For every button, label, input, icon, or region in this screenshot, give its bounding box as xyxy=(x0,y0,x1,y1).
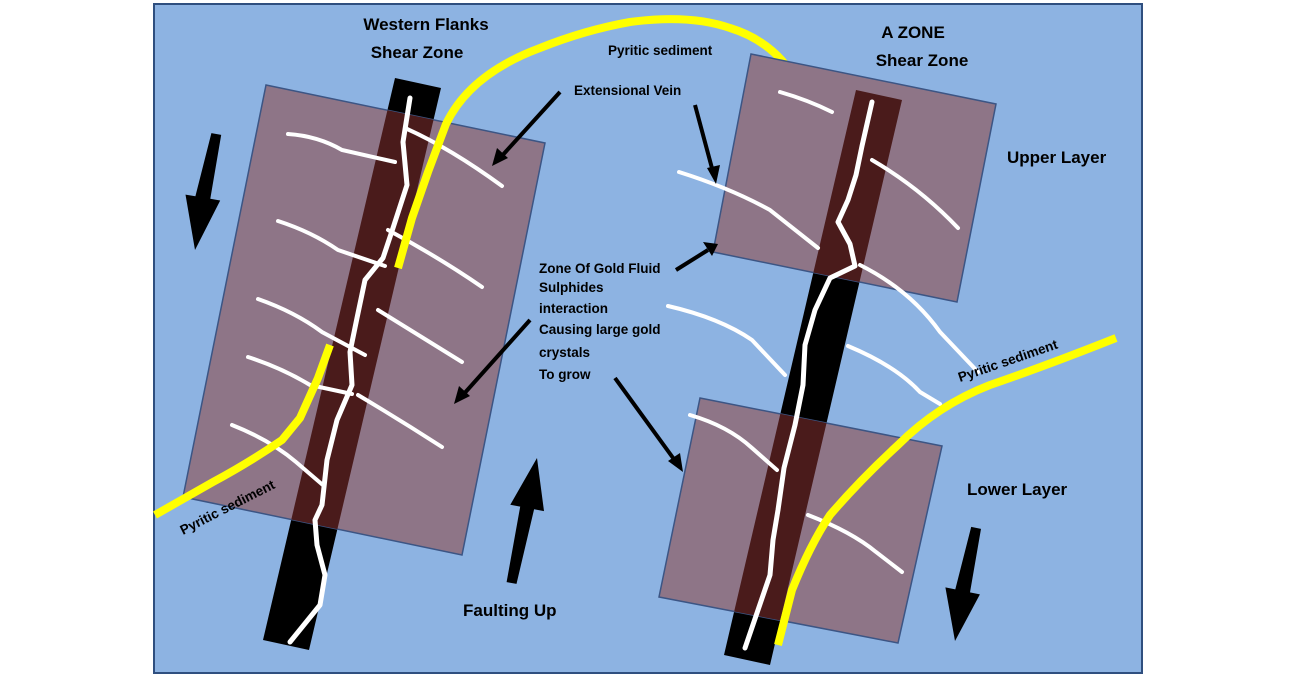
pyritic-sediment-top-label: Pyritic sediment xyxy=(608,43,713,58)
extensional-vein-pointer-right-head xyxy=(707,165,720,184)
gold-zone-line-5: crystals xyxy=(539,345,590,360)
pointer-arrows xyxy=(454,90,720,472)
western-vein-5 xyxy=(256,297,367,357)
upper-layer-label: Upper Layer xyxy=(1007,148,1107,167)
movement-arrows xyxy=(185,133,981,641)
western-title-line-1: Western Flanks xyxy=(363,15,488,34)
gold-zone-line-6: To grow xyxy=(539,367,591,382)
extensional-vein-label: Extensional Vein xyxy=(574,83,681,98)
gold-zone-line-3: interaction xyxy=(539,301,608,316)
western-vein-1 xyxy=(286,132,397,164)
faulting-up-arrow xyxy=(506,458,544,584)
gold-zone-pointer-west xyxy=(460,318,532,398)
azone-vein-6 xyxy=(846,344,942,406)
western-vein-6 xyxy=(376,308,464,364)
azone-vein-8 xyxy=(806,513,904,574)
azone-vein-5 xyxy=(666,304,787,377)
gold-zone-line-2: Sulphides xyxy=(539,280,604,295)
gold-zone-pointer-upper-head xyxy=(703,242,718,256)
gold-zone-pointer-upper xyxy=(674,248,710,272)
azone-vein-1 xyxy=(778,90,834,114)
azone-title-line-1: A ZONE xyxy=(881,23,945,42)
faulting-up-label: Faulting Up xyxy=(463,601,556,620)
azone-extensional-veins xyxy=(666,90,980,574)
western-vein-7 xyxy=(246,355,354,396)
gold-zone-pointer-west-head xyxy=(454,386,470,404)
extensional-vein-pointer-left-head xyxy=(492,148,508,166)
extensional-vein-pointer-left xyxy=(498,90,562,160)
azone-vein-7 xyxy=(688,413,779,472)
lower-down-arrow xyxy=(945,526,981,641)
lower-layer-label: Lower Layer xyxy=(967,480,1068,499)
extensional-vein-pointer-right xyxy=(693,104,715,173)
western-vein-4 xyxy=(386,228,484,289)
gold-zone-pointer-lower-head xyxy=(668,453,683,472)
azone-title-line-2: Shear Zone xyxy=(876,51,969,70)
azone-vein-2 xyxy=(870,158,960,230)
gold-zone-label: Zone Of Gold Fluid Sulphides interaction… xyxy=(539,261,661,382)
western-main-vein xyxy=(287,95,413,645)
lower-shear-zone xyxy=(724,398,902,643)
upper-shear-zone xyxy=(724,90,902,302)
western-pyritic-sediment-lower xyxy=(153,343,334,519)
western-vein-3 xyxy=(276,219,387,268)
gold-zone-pointer-lower xyxy=(613,376,678,464)
western-vein-8 xyxy=(356,393,444,449)
gold-zone-line-1: Zone Of Gold Fluid xyxy=(539,261,660,276)
azone-vein-4 xyxy=(858,263,980,374)
western-title-line-2: Shear Zone xyxy=(371,43,464,62)
azone-main-vein xyxy=(742,99,875,651)
azone-pyritic-sediment xyxy=(774,334,1118,646)
western-vein-2 xyxy=(403,126,504,188)
azone-vein-3 xyxy=(677,170,820,250)
western-down-arrow xyxy=(185,133,222,250)
gold-zone-line-4: Causing large gold xyxy=(539,322,661,337)
